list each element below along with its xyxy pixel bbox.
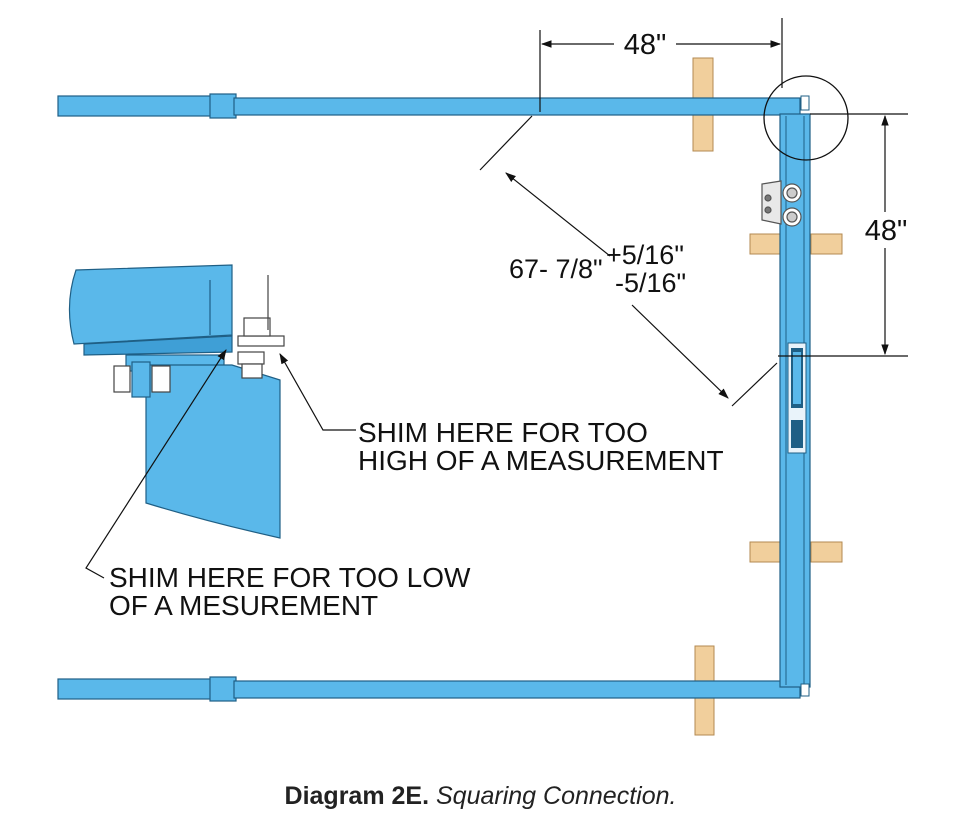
- bottom-rail-joint: [209, 676, 237, 702]
- dimension-tolerance-plus: +5/16": [606, 240, 684, 270]
- caption-title: Squaring Connection.: [436, 782, 677, 810]
- dimension-diagonal: [479, 115, 778, 407]
- caption: Diagram 2E. Squaring Connection.: [0, 782, 961, 811]
- steel-frame: [57, 93, 811, 702]
- dimension-top: [539, 18, 783, 112]
- dimension-tolerance-minus: -5/16": [615, 268, 686, 298]
- top-rail-joint: [209, 93, 237, 119]
- dimension-side-label: 48": [865, 215, 908, 247]
- post-hardware: [761, 180, 802, 227]
- wood-block-right-2-left: [749, 541, 781, 563]
- caption-label: Diagram 2E.: [284, 782, 430, 810]
- wood-blocks: [692, 57, 843, 736]
- post-label-plate: [787, 342, 807, 454]
- wood-block-right-2-right: [810, 541, 843, 563]
- detail-circle: [763, 75, 849, 161]
- wood-block-right-1-left: [749, 233, 781, 255]
- leader-lines: [85, 349, 356, 579]
- top-rail-inner: [233, 97, 801, 116]
- bottom-rail-inner: [233, 680, 801, 699]
- top-rail-outer: [57, 95, 235, 117]
- note-low-line2: OF A MESUREMENT: [109, 590, 378, 621]
- dimension-side: [778, 113, 908, 357]
- shim-detail: [68, 264, 285, 539]
- note-high-line2: HIGH OF A MEASUREMENT: [358, 445, 724, 476]
- dimension-diagonal-label: 67- 7/8": [509, 254, 603, 284]
- note-low-line1: SHIM HERE FOR TOO LOW: [109, 562, 471, 593]
- dimension-top-label: 48": [624, 29, 667, 61]
- bottom-rail-outer: [57, 678, 235, 700]
- note-high-line1: SHIM HERE FOR TOO: [358, 417, 648, 448]
- wood-block-right-1-right: [810, 233, 843, 255]
